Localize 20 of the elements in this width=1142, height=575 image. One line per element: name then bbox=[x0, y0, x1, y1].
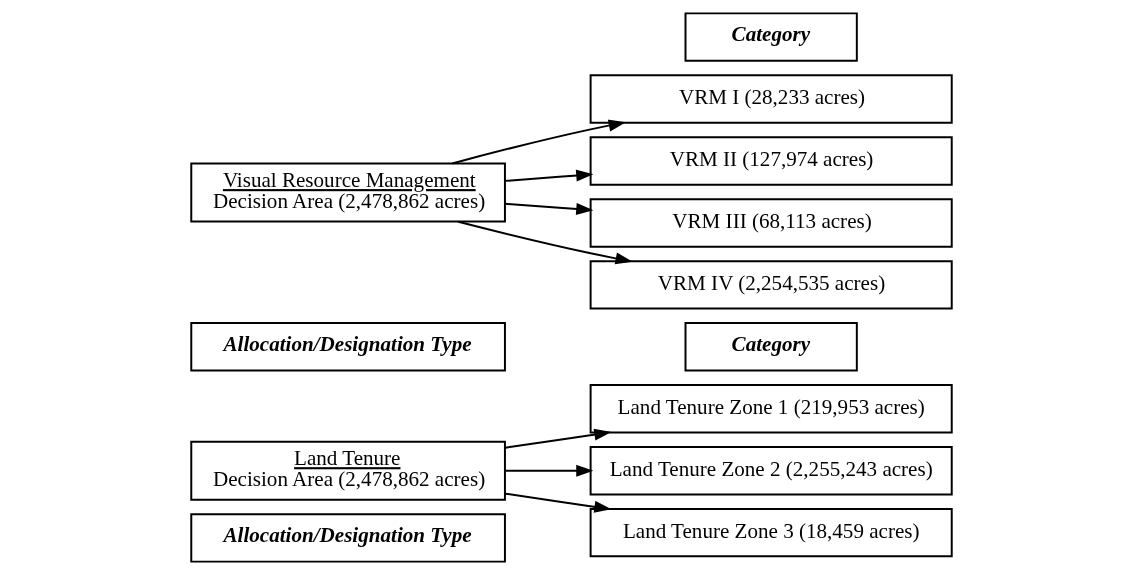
arrow bbox=[503, 464, 593, 477]
node-box: Land Tenure Zone 2 (2,255,243 acres) bbox=[589, 446, 953, 496]
arrow bbox=[456, 220, 633, 265]
node-box: VRM IV (2,254,535 acres) bbox=[589, 260, 953, 310]
node-box: Land Tenure Zone 3 (18,459 acres) bbox=[589, 507, 953, 558]
arrow bbox=[450, 119, 626, 165]
node-box: Allocation/Designation Type bbox=[189, 513, 506, 563]
node-box: VRM II (127,974 acres) bbox=[589, 136, 953, 186]
node-box: Land Tenure Decision Area (2,478,862 acres) bbox=[189, 440, 506, 501]
arrow bbox=[503, 202, 593, 215]
node-box: Allocation/Designation Type bbox=[189, 322, 506, 372]
arrow bbox=[503, 169, 593, 182]
node-box: Visual Resource Management Decision Area (2,478,862 acres) bbox=[189, 162, 506, 223]
node-box: Category bbox=[684, 12, 858, 62]
arrow bbox=[503, 492, 611, 513]
node-box: VRM I (28,233 acres) bbox=[589, 74, 953, 124]
node-box: VRM III (68,113 acres) bbox=[589, 198, 953, 248]
node-box: Category bbox=[684, 322, 858, 372]
node-box: Land Tenure Zone 1 (219,953 acres) bbox=[589, 384, 953, 434]
arrow bbox=[503, 428, 611, 449]
